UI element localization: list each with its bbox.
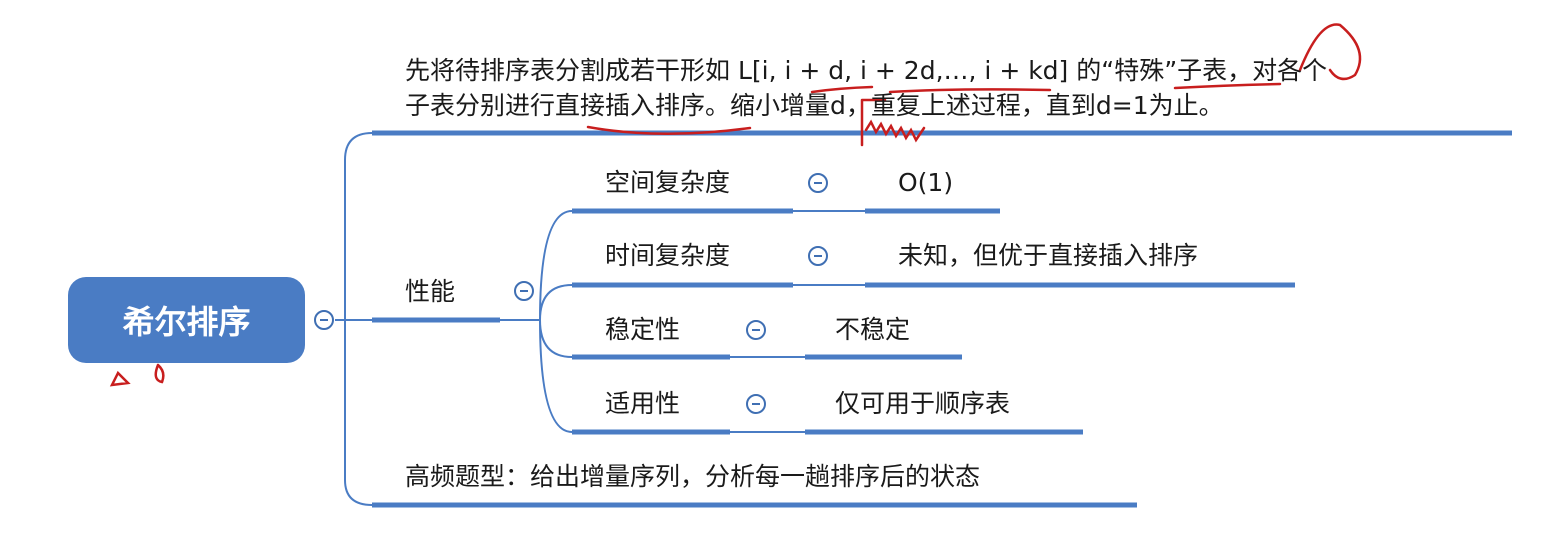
perf-branch: [500, 210, 573, 433]
perf-item-value[interactable]: 未知，但优于直接插入排序: [898, 241, 1199, 270]
collapse-button[interactable]: [746, 320, 766, 340]
perf-item-value[interactable]: 不稳定: [835, 315, 911, 344]
collapse-performance-button[interactable]: [514, 281, 534, 301]
value-connectors: [730, 210, 865, 433]
perf-item-label[interactable]: 稳定性: [605, 315, 681, 344]
root-node[interactable]: 希尔排序: [68, 277, 305, 363]
perf-item-value[interactable]: 仅可用于顺序表: [835, 389, 1011, 418]
collapse-button[interactable]: [808, 173, 828, 193]
root-label: 希尔排序: [122, 303, 251, 341]
collapse-button[interactable]: [808, 246, 828, 266]
performance-label[interactable]: 性能: [405, 277, 456, 306]
definition-line-1: 先将待排序表分割成若干形如 L[i, i + d, i + 2d,…, i + …: [405, 56, 1328, 85]
collapse-root-button[interactable]: [314, 310, 334, 330]
perf-item-value[interactable]: O(1): [898, 168, 954, 197]
perf-item-label[interactable]: 空间复杂度: [605, 168, 731, 197]
perf-item-label[interactable]: 适用性: [605, 389, 681, 418]
definition-line-2: 子表分别进行直接插入排序。缩小增量d，重复上述过程，直到d=1为止。: [405, 91, 1224, 120]
frequent-question-node[interactable]: 高频题型：给出增量序列，分析每一趟排序后的状态: [405, 462, 981, 491]
handwritten-annotations: [109, 23, 1362, 387]
perf-item-label[interactable]: 时间复杂度: [605, 241, 731, 270]
collapse-button[interactable]: [746, 394, 766, 414]
